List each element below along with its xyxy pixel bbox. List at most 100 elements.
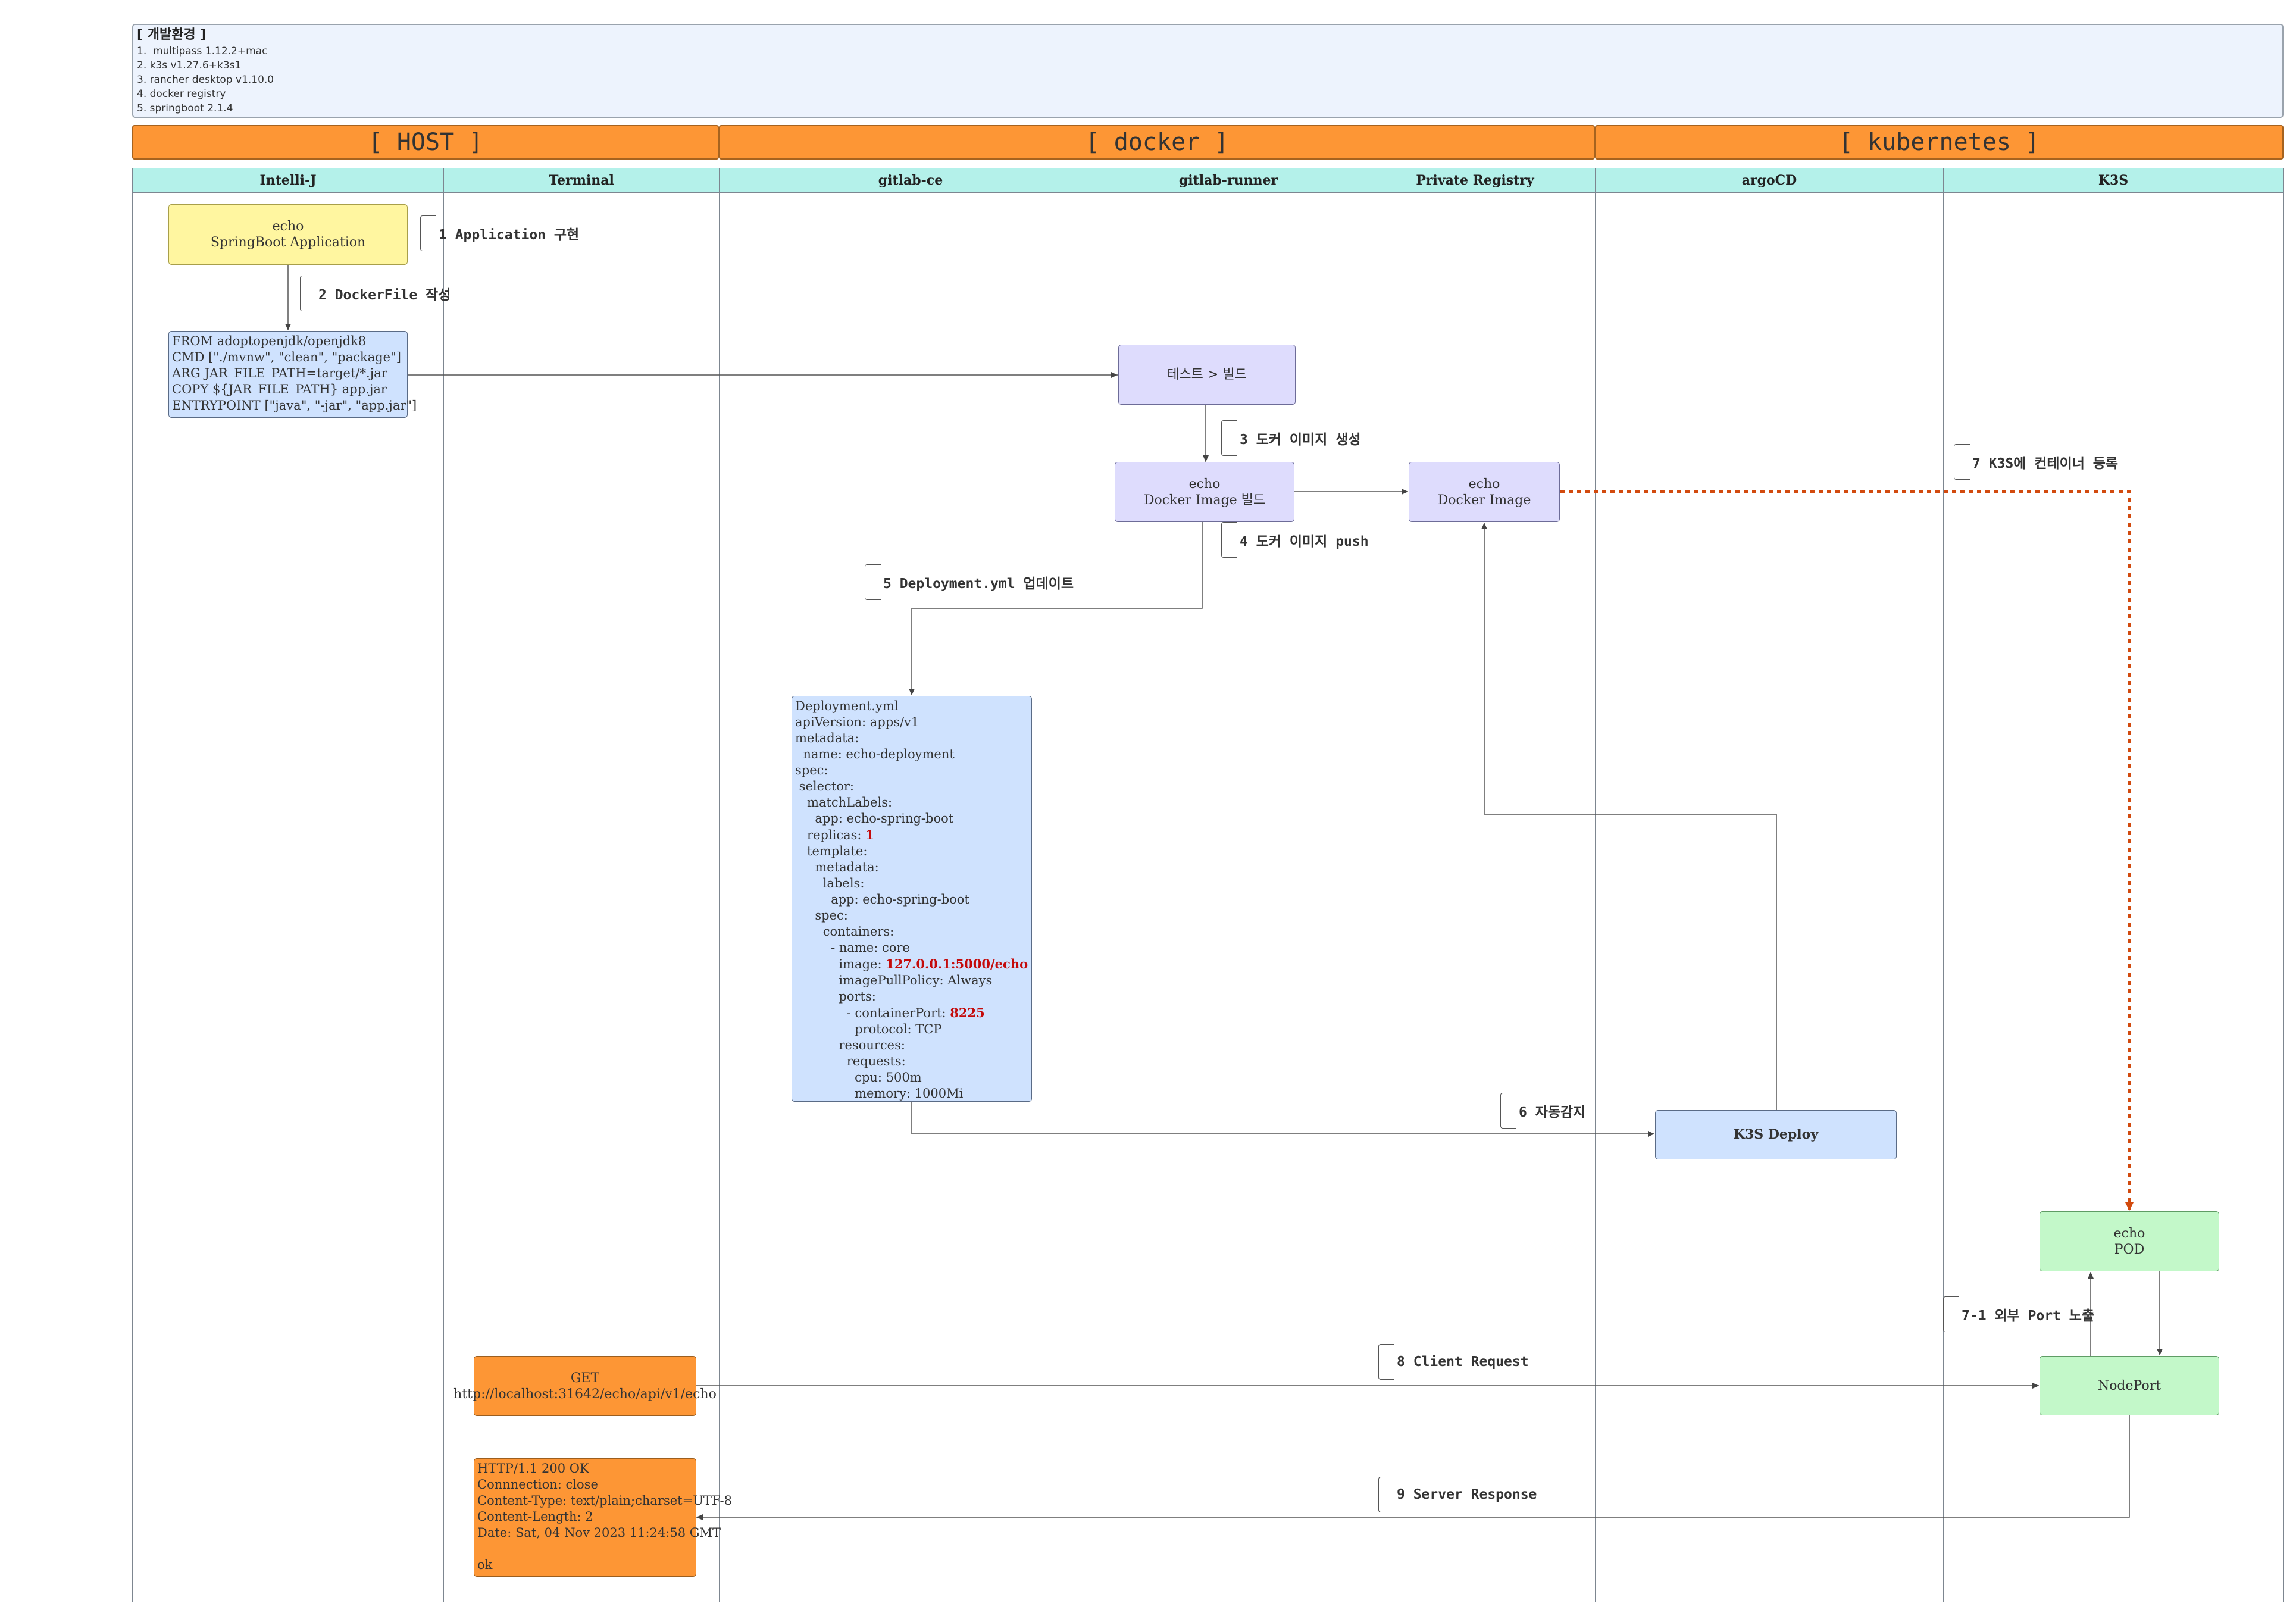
docker-image-line: Docker Image: [1437, 492, 1531, 508]
dev-environment-title: [ 개발환경 ]: [137, 27, 207, 42]
springboot-app-box: echo SpringBoot Application: [168, 204, 408, 265]
step-3-label: 3 도커 이미지 생성: [1240, 432, 1361, 448]
yml-line: metadata:: [795, 860, 879, 874]
response-line: Date: Sat, 04 Nov 2023 11:24:58 GMT: [477, 1526, 721, 1540]
step-5-label: 5 Deployment.yml 업데이트: [883, 576, 1074, 592]
yml-line: image: 127.0.0.1:5000/echo: [795, 956, 1028, 973]
step-1-label: 1 Application 구현: [439, 227, 580, 243]
dev-environment-item: 3. rancher desktop v1.10.0: [137, 74, 274, 86]
step-9-annotation: 9 Server Response: [1378, 1477, 1537, 1512]
step-1-annotation: 1 Application 구현: [420, 215, 579, 251]
get-request-url: http://localhost:31642/echo/api/v1/echo: [453, 1386, 717, 1402]
yml-line: selector:: [795, 779, 854, 793]
group-docker: [ docker ]: [719, 125, 1595, 160]
yml-line: protocol: TCP: [795, 1022, 942, 1036]
dev-environment-item: 5. springboot 2.1.4: [137, 102, 233, 114]
step-7-1-label: 7-1 외부 Port 노출: [1962, 1308, 2095, 1324]
yml-line: - containerPort: 8225: [795, 1005, 1028, 1021]
yml-key: - containerPort:: [795, 1006, 950, 1020]
yml-line: name: echo-deployment: [795, 747, 955, 761]
dockerfile-line: CMD ["./mvnw", "clean", "package"]: [172, 350, 401, 364]
docker-image-build-line: echo: [1188, 476, 1221, 492]
response-line: ok: [477, 1558, 493, 1572]
dev-environment-item: 2. k3s v1.27.6+k3s1: [137, 60, 242, 71]
step-7-label: 7 K3S에 컨테이너 등록: [1972, 456, 2119, 471]
echo-pod-line: POD: [2114, 1242, 2145, 1257]
step-4-label: 4 도커 이미지 push: [1240, 534, 1369, 549]
lane-intellij-header: Intelli-J: [133, 168, 443, 193]
nodeport-label: NodePort: [2097, 1378, 2162, 1393]
step-2-label: 2 DockerFile 작성: [318, 287, 451, 303]
step-6-label: 6 자동감지: [1519, 1105, 1586, 1120]
yml-line: cpu: 500m: [795, 1070, 922, 1084]
container-port-value: 8225: [950, 1005, 985, 1020]
response-line: HTTP/1.1 200 OK: [477, 1461, 589, 1476]
yml-line: spec:: [795, 908, 848, 923]
yml-line: ports:: [795, 989, 876, 1004]
step-7-annotation: 7 K3S에 컨테이너 등록: [1954, 444, 2118, 480]
lane-gitlab-runner: gitlab-runner: [1102, 168, 1355, 1602]
lane-terminal: Terminal: [443, 168, 720, 1602]
yml-line: metadata:: [795, 731, 859, 745]
test-build-label: 테스트 > 빌드: [1167, 367, 1247, 382]
lane-terminal-header: Terminal: [444, 168, 719, 193]
yml-line: app: echo-spring-boot: [795, 892, 969, 907]
step-8-annotation: 8 Client Request: [1378, 1344, 1529, 1380]
step-5-annotation: 5 Deployment.yml 업데이트: [865, 564, 1074, 600]
yml-line: containers:: [795, 924, 894, 939]
get-request-method: GET: [570, 1370, 600, 1386]
image-value: 127.0.0.1:5000/echo: [886, 957, 1028, 971]
dockerfile-line: COPY ${JAR_FILE_PATH} app.jar: [172, 382, 387, 396]
step-7-1-annotation: 7-1 외부 Port 노출: [1943, 1296, 2094, 1332]
springboot-app-line: echo: [272, 219, 304, 234]
response-line: [477, 1541, 693, 1557]
yml-line: matchLabels:: [795, 795, 893, 810]
response-line: Connnection: close: [477, 1477, 598, 1492]
lane-private-registry: Private Registry: [1355, 168, 1596, 1602]
yml-line: labels:: [795, 876, 865, 890]
dev-environment-note: [ 개발환경 ] 1. multipass 1.12.2+mac 2. k3s …: [132, 24, 2284, 118]
springboot-app-line: SpringBoot Application: [210, 235, 366, 250]
yml-line: resources:: [795, 1038, 905, 1052]
step-3-annotation: 3 도커 이미지 생성: [1221, 420, 1361, 456]
get-request-box: GET http://localhost:31642/echo/api/v1/e…: [453, 1356, 717, 1416]
yml-line: replicas: 1: [795, 827, 1028, 843]
docker-image-build-line: Docker Image 빌드: [1143, 492, 1266, 508]
docker-image-line: echo: [1468, 476, 1500, 492]
step-9-label: 9 Server Response: [1397, 1487, 1537, 1502]
lane-gitlab-ce-header: gitlab-ce: [720, 168, 1102, 193]
lane-k3s: K3S: [1943, 168, 2284, 1602]
yml-line: spec:: [795, 763, 828, 777]
lane-argocd-header: argoCD: [1596, 168, 1943, 193]
lane-gitlab-runner-header: gitlab-runner: [1102, 168, 1355, 193]
yml-key: image:: [795, 957, 886, 971]
lane-private-registry-header: Private Registry: [1355, 168, 1595, 193]
step-2-annotation: 2 DockerFile 작성: [300, 276, 451, 311]
dev-environment-item: 1. multipass 1.12.2+mac: [137, 45, 268, 57]
step-4-annotation: 4 도커 이미지 push: [1221, 522, 1369, 558]
deployment-yml-box: Deployment.yml apiVersion: apps/v1 metadat…: [792, 696, 1032, 1102]
step-6-annotation: 6 자동감지: [1500, 1093, 1585, 1129]
step-8-label: 8 Client Request: [1397, 1354, 1529, 1370]
replicas-value: 1: [865, 827, 874, 842]
docker-image-build-box: echo Docker Image 빌드: [1115, 462, 1294, 522]
yml-line: apiVersion: apps/v1: [795, 715, 919, 729]
k3s-deploy-label: K3S Deploy: [1733, 1127, 1819, 1142]
yml-line: Deployment.yml: [795, 699, 899, 713]
yml-line: - name: core: [795, 940, 910, 955]
nodeport-box: NodePort: [2040, 1356, 2219, 1415]
group-kubernetes: [ kubernetes ]: [1595, 125, 2284, 160]
yml-line: memory: 1000Mi: [795, 1086, 964, 1101]
test-build-box: 테스트 > 빌드: [1118, 345, 1296, 405]
yml-key: replicas:: [795, 828, 866, 842]
response-line: Content-Type: text/plain;charset=UTF-8: [477, 1493, 732, 1508]
yml-line: app: echo-spring-boot: [795, 811, 954, 826]
yml-line: requests:: [795, 1054, 906, 1068]
response-line: Content-Length: 2: [477, 1509, 593, 1524]
lane-k3s-header: K3S: [1944, 168, 2283, 193]
echo-pod-line: echo: [2113, 1226, 2145, 1241]
echo-pod-box: echo POD: [2040, 1211, 2219, 1271]
k3s-deploy-box: K3S Deploy: [1655, 1110, 1897, 1159]
